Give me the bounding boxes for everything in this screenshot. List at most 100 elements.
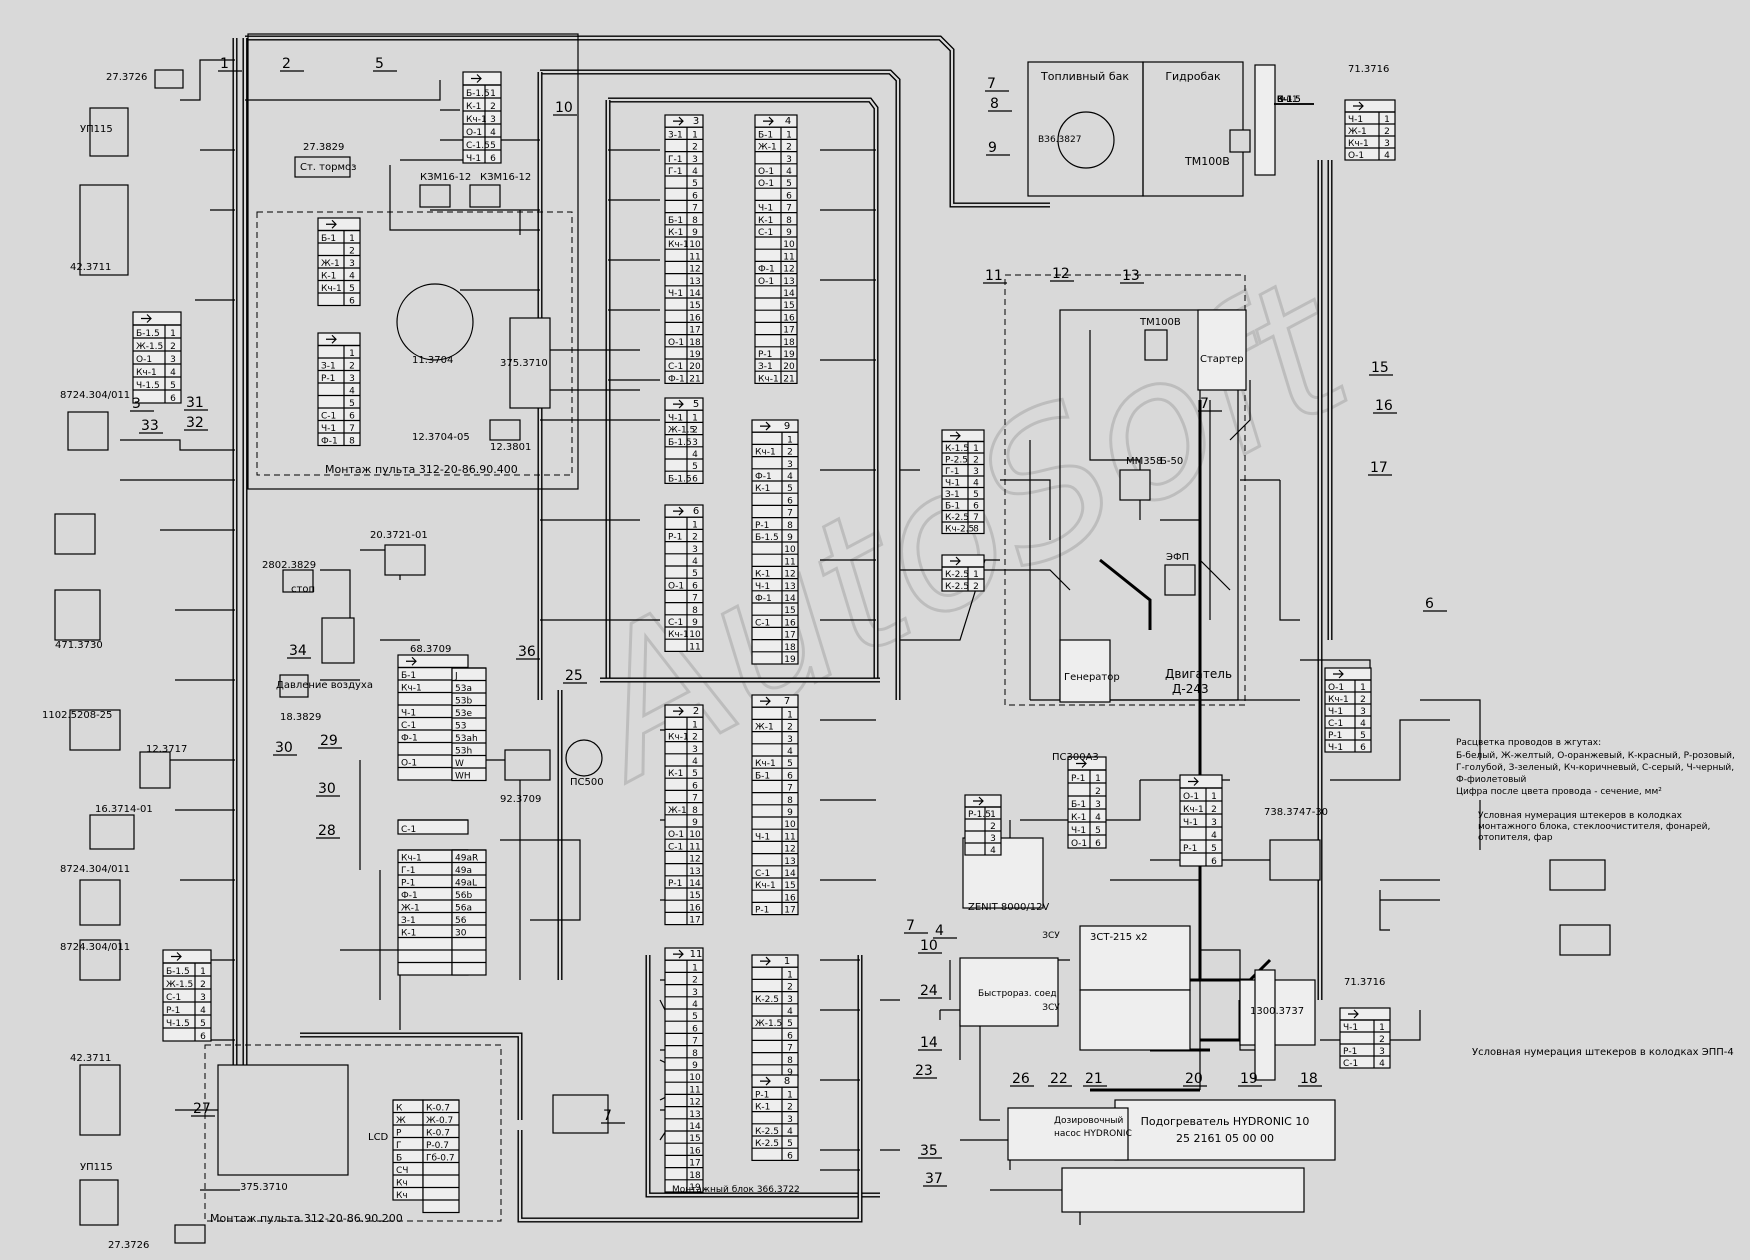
callout-number: 11 bbox=[985, 268, 1003, 284]
wire-code: 53h bbox=[455, 747, 472, 757]
connector-body bbox=[422, 1099, 460, 1214]
wire-code: Р-1 bbox=[755, 1090, 769, 1100]
wire-code: Кч-2.5 bbox=[945, 525, 974, 535]
pin-number: 15 bbox=[689, 301, 700, 311]
engine-label-2: Д-243 bbox=[1172, 682, 1209, 696]
device-label: 16.3714-01 bbox=[95, 804, 153, 815]
pin-number: 2 bbox=[349, 362, 355, 372]
callout-number: 16 bbox=[1375, 398, 1393, 414]
wire-code: Кч-1 bbox=[668, 733, 689, 743]
pin-number: 12 bbox=[784, 570, 795, 580]
callout-number: 12 bbox=[1052, 266, 1070, 282]
pin-number: 16 bbox=[784, 618, 796, 628]
wire-code: Р-1 bbox=[755, 521, 769, 531]
callout-number: 32 bbox=[186, 415, 204, 431]
wire-code: Г-1 bbox=[945, 467, 959, 477]
pin-number: 3 bbox=[1360, 707, 1366, 717]
device-label: 11.3704 bbox=[412, 355, 453, 366]
pin-number: 3 bbox=[692, 988, 698, 998]
pin-number: 3 bbox=[692, 545, 698, 555]
connector-k7: 712Ж-1345Кч-16Б-17891011Ч-1121314С-115Кч… bbox=[751, 694, 799, 916]
pin-number: 6 bbox=[786, 191, 792, 201]
pin-number: 5 bbox=[349, 399, 355, 409]
wire-code: К-1 bbox=[321, 272, 336, 282]
pin-number: 5 bbox=[692, 569, 698, 579]
pin-number: 7 bbox=[692, 1037, 698, 1047]
pin-number: 5 bbox=[787, 484, 793, 494]
pin-number: 6 bbox=[490, 154, 496, 164]
wire-code: СЧ bbox=[396, 1166, 408, 1176]
tank-tm-label: ТМ100В bbox=[1184, 155, 1230, 168]
headlight-left-top bbox=[79, 184, 129, 276]
wire-code: З-1 bbox=[401, 916, 416, 926]
pin-number: 4 bbox=[692, 1000, 698, 1010]
legend-title: Расцветка проводов в жгутах: bbox=[1456, 738, 1601, 748]
pin-number: 2 bbox=[692, 143, 698, 153]
stop-switch-2802 bbox=[282, 569, 314, 593]
pin-number: 2 bbox=[1211, 805, 1217, 815]
wire-code: Б-1 bbox=[321, 234, 336, 244]
callout-number: 30 bbox=[275, 740, 293, 756]
connector-body bbox=[1339, 1007, 1391, 1069]
wire-code: О-1 bbox=[758, 167, 774, 177]
pin-number: 3 bbox=[1095, 800, 1101, 810]
wire-code: К-0.7 bbox=[426, 1104, 450, 1114]
pin-number: 6 bbox=[787, 1031, 793, 1041]
wire-code: Ч-1.5 bbox=[136, 381, 160, 391]
pin-number: 3 bbox=[786, 155, 792, 165]
callout-number: 7 bbox=[906, 918, 915, 934]
pin-number: 10 bbox=[689, 630, 701, 640]
pin-number: 1 bbox=[349, 349, 355, 359]
wire-code: К-2.5 bbox=[945, 582, 969, 592]
pin-number: 9 bbox=[787, 808, 793, 818]
pin-number: 14 bbox=[689, 879, 701, 889]
pin-number: 6 bbox=[787, 496, 793, 506]
headlight-left-bot bbox=[79, 1064, 121, 1136]
wire-code: К bbox=[396, 1104, 403, 1114]
pin-number: 5 bbox=[692, 769, 698, 779]
wire-code: 53a bbox=[455, 684, 472, 694]
wire-code: Р-1 bbox=[755, 906, 769, 916]
pin-number: 4 bbox=[1211, 831, 1217, 841]
fuel-sensor bbox=[1057, 111, 1115, 169]
dimmer bbox=[321, 617, 355, 664]
wire-code: Ч-1 bbox=[1348, 115, 1363, 125]
wire-code: Б-1.5 bbox=[668, 474, 692, 484]
callout-number: 9 bbox=[988, 140, 997, 156]
pin-number: 4 bbox=[200, 1006, 206, 1016]
panel-switches-375 bbox=[217, 1064, 349, 1176]
plug-arrow-icon bbox=[1353, 101, 1364, 111]
callout-number: 18 bbox=[1300, 1071, 1318, 1087]
device-label: 27.3726 bbox=[106, 72, 147, 83]
device-label: КЗМ16-12 bbox=[480, 172, 531, 183]
wire-code: Р-1 bbox=[1183, 844, 1197, 854]
wire-code: Р-1 bbox=[758, 350, 772, 360]
device-label: 71.3716 bbox=[1348, 64, 1389, 75]
pin-number: 2 bbox=[692, 733, 698, 743]
pin-number: 3 bbox=[200, 993, 206, 1003]
device-label: УП115 bbox=[80, 124, 113, 135]
pin-number: 1 bbox=[692, 520, 698, 530]
relay-375-3710 bbox=[509, 317, 551, 409]
wire bbox=[1379, 890, 1390, 931]
wire-code: Р-0.7 bbox=[426, 1141, 449, 1151]
callout-number: 34 bbox=[289, 643, 307, 659]
wire-code: Ф-1 bbox=[668, 374, 685, 384]
wire-code: К-1.5 bbox=[945, 444, 969, 454]
device-label: 471.3730 bbox=[55, 640, 103, 651]
connector-body bbox=[664, 397, 704, 485]
pressure-18-3829 bbox=[279, 674, 309, 698]
device-label: 18.3829 bbox=[280, 712, 321, 723]
device-label: 27.3726 bbox=[108, 1240, 149, 1251]
pin-number: 4 bbox=[990, 846, 996, 856]
pin-number: 4 bbox=[692, 557, 698, 567]
plug-icon-6pin bbox=[1559, 924, 1611, 956]
pin-number: 2 bbox=[692, 533, 698, 543]
pin-number: 1 bbox=[170, 329, 176, 339]
callout-number: 17 bbox=[1370, 460, 1388, 476]
pin-number: 13 bbox=[689, 277, 700, 287]
callout-number: 13 bbox=[1122, 268, 1140, 284]
pin-number: 6 bbox=[787, 771, 793, 781]
panel-lower-caption: Монтаж пульта 312-20-86.90.200 bbox=[210, 1212, 403, 1225]
